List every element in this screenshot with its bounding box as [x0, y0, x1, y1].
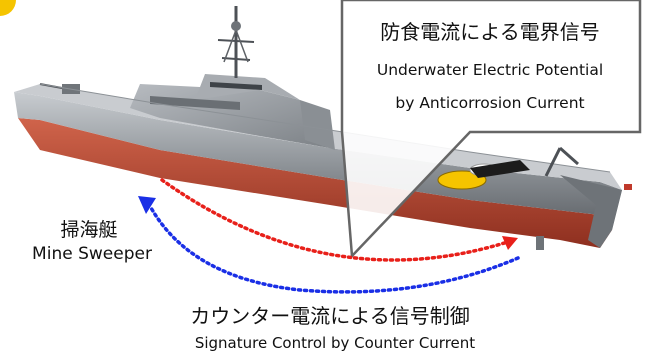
- corner-badge: [0, 0, 16, 16]
- ship-label-jp: 掃海艇: [60, 219, 118, 241]
- callout-title-en-line2: by Anticorrosion Current: [395, 94, 585, 112]
- counter-current-label-jp: カウンター電流による信号制御: [190, 304, 470, 328]
- counter-current-arrow: [148, 204, 520, 294]
- anticorrosion-current-arrow: [160, 178, 516, 262]
- callout-title-jp: 防食電流による電界信号: [380, 20, 600, 44]
- blue-arrowhead: [138, 196, 156, 214]
- callout-bubble: [340, 0, 642, 259]
- ship-label-en: Mine Sweeper: [32, 244, 152, 264]
- mine-sweeper-ship: [14, 6, 632, 250]
- counter-current-label-en: Signature Control by Counter Current: [194, 334, 476, 352]
- callout-title-en-line1: Underwater Electric Potential: [376, 61, 604, 79]
- red-arrowhead: [502, 236, 518, 250]
